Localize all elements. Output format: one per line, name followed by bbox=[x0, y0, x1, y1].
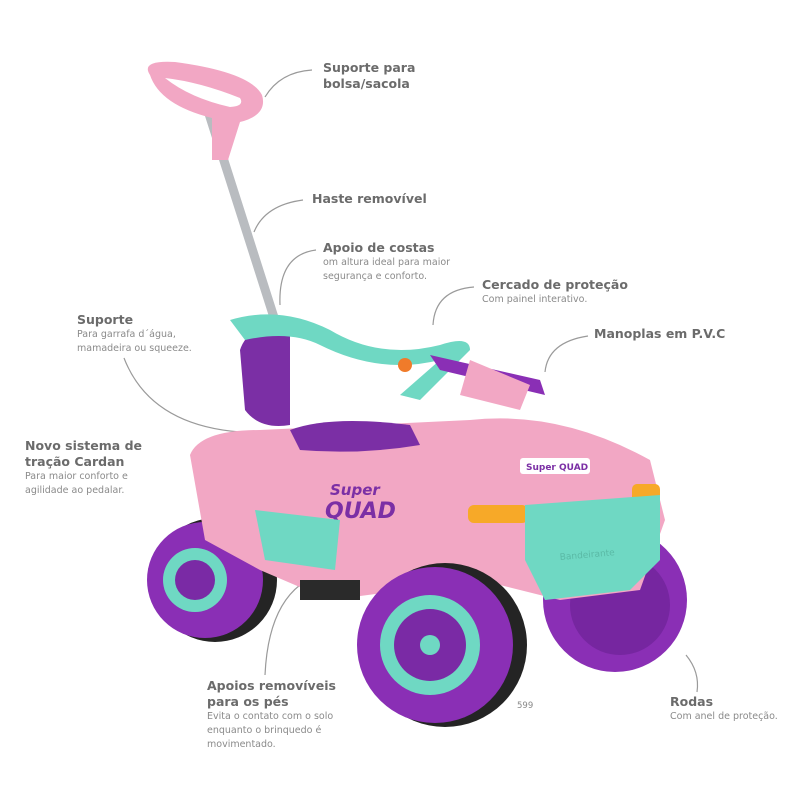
label-title: Cercado de proteção bbox=[482, 277, 628, 292]
leader-bag-support bbox=[264, 69, 313, 98]
label-desc: movimentado. bbox=[207, 739, 276, 750]
headlight-left bbox=[468, 505, 528, 523]
label-title: Apoios removíveis bbox=[207, 678, 336, 693]
label-desc: Com anel de proteção. bbox=[670, 711, 778, 722]
label-title: bolsa/sacola bbox=[323, 76, 410, 91]
leader-grips bbox=[544, 335, 589, 373]
label-desc: Para garrafa d´água, bbox=[77, 329, 176, 340]
leader-guard bbox=[432, 286, 475, 326]
leader-holder bbox=[123, 357, 241, 433]
seat bbox=[290, 421, 420, 452]
label-backrest: Apoio de costas om altura ideal para mai… bbox=[323, 240, 450, 284]
front-left-wheel bbox=[357, 563, 527, 727]
label-desc: enquanto o brinquedo é bbox=[207, 725, 322, 736]
label-guard: Cercado de proteção Com painel interativ… bbox=[482, 277, 628, 307]
handle bbox=[147, 61, 264, 160]
label-title: tração Cardan bbox=[25, 454, 125, 469]
backrest bbox=[240, 330, 290, 426]
model-number: 599 bbox=[517, 701, 534, 711]
guard bbox=[230, 314, 470, 400]
label-title: Manoplas em P.V.C bbox=[594, 326, 726, 341]
front-badge-text: Super QUAD bbox=[526, 463, 588, 473]
handle-hole bbox=[165, 78, 242, 107]
label-removable-pole: Haste removível bbox=[312, 191, 427, 207]
label-title: Suporte bbox=[77, 312, 134, 327]
label-cardan: Novo sistema de tração Cardan Para maior… bbox=[25, 438, 142, 498]
label-desc: Com painel interativo. bbox=[482, 294, 588, 305]
footrest bbox=[255, 510, 340, 570]
label-footrests: Apoios removíveis para os pés Evita o co… bbox=[207, 678, 336, 752]
label-desc: segurança e conforto. bbox=[323, 271, 428, 282]
horn-knob bbox=[398, 358, 412, 372]
pedal bbox=[300, 580, 360, 600]
label-bag-support: Suporte para bolsa/sacola bbox=[323, 60, 415, 92]
leader-backrest bbox=[279, 249, 317, 306]
label-desc: mamadeira ou squeeze. bbox=[77, 343, 192, 354]
label-title: Apoio de costas bbox=[323, 240, 435, 255]
leader-pole bbox=[253, 199, 304, 233]
front-bumper bbox=[525, 495, 660, 600]
label-wheels: Rodas Com anel de proteção. bbox=[670, 694, 778, 724]
leader-wheels bbox=[685, 654, 699, 693]
label-desc: agilidade ao pedalar. bbox=[25, 485, 125, 496]
label-grips: Manoplas em P.V.C bbox=[594, 326, 725, 342]
label-desc: Para maior conforto e bbox=[25, 471, 128, 482]
label-title: para os pés bbox=[207, 694, 289, 709]
label-desc: Evita o contato com o solo bbox=[207, 711, 334, 722]
leader-lines bbox=[123, 69, 699, 693]
leader-footrests bbox=[264, 584, 301, 676]
handlebar bbox=[460, 360, 530, 410]
label-title: Suporte para bbox=[323, 60, 416, 75]
label-title: Haste removível bbox=[312, 191, 427, 206]
label-holder: Suporte Para garrafa d´água, mamadeira o… bbox=[77, 312, 192, 356]
label-title: Novo sistema de bbox=[25, 438, 142, 453]
label-desc: om altura ideal para maior bbox=[323, 257, 451, 268]
bumper-brand: Bandeirante bbox=[559, 548, 615, 563]
side-logo: Super bbox=[330, 481, 381, 499]
label-title: Rodas bbox=[670, 694, 714, 709]
front-badge bbox=[520, 458, 590, 474]
